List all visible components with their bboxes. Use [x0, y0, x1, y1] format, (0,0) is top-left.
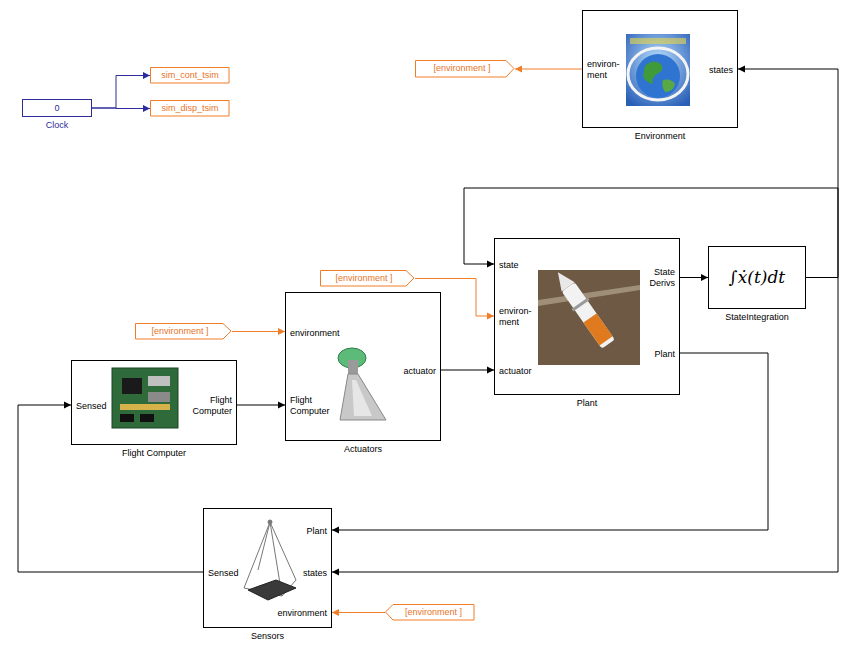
- signal-tag: sim_cont_tsim: [150, 67, 230, 84]
- port-label: environ- ment: [499, 306, 537, 328]
- signal-path: [92, 108, 150, 110]
- port-label: Flight Computer: [186, 395, 232, 417]
- port-label: Plant: [654, 349, 675, 360]
- signal-line: [332, 353, 768, 534]
- signal-line: [18, 402, 203, 573]
- earth-icon: [626, 34, 690, 106]
- signal-path: [332, 278, 838, 573]
- tag-shape: [321, 271, 415, 287]
- arrowhead: [487, 367, 494, 374]
- signal-line: [680, 274, 708, 281]
- port-label: state: [499, 260, 519, 271]
- arrowhead: [332, 609, 339, 616]
- circuit-board-icon: [112, 368, 178, 428]
- tag-shape: [151, 68, 230, 84]
- arrowhead: [515, 66, 522, 73]
- arrowhead: [487, 261, 494, 268]
- signal-line: [515, 66, 582, 73]
- signal-line: [415, 279, 494, 320]
- arrowhead: [143, 72, 150, 79]
- block-title: Flight Computer: [52, 448, 256, 459]
- signal-path: [237, 405, 285, 406]
- arrowhead: [701, 274, 708, 281]
- port-label: State Derivs: [639, 267, 675, 289]
- port-label: Flight Computer: [290, 395, 334, 417]
- signal-line: [237, 402, 285, 409]
- block-title: Sensors: [184, 631, 351, 642]
- signal-path: [232, 331, 285, 332]
- block-title: Clock: [3, 120, 111, 131]
- tag-label: [environment ]: [322, 273, 406, 284]
- block-title: Environment: [563, 131, 757, 142]
- port-label: states: [709, 65, 733, 76]
- subsystem-block: SensedFlight ComputerFlight Computer: [71, 360, 237, 445]
- arrowhead: [143, 105, 150, 112]
- tag-shape: [416, 61, 515, 78]
- tag-label: [environment ]: [419, 63, 505, 74]
- rocket-photo: [538, 266, 640, 365]
- signal-path: [515, 69, 582, 70]
- port-label: Sensed: [76, 401, 107, 412]
- tag-label: [environment ]: [394, 607, 473, 618]
- block-title: Actuators: [266, 444, 460, 455]
- tag-label: sim_cont_tsim: [150, 70, 230, 81]
- port-label: states: [303, 568, 327, 579]
- signal-path: [464, 188, 838, 278]
- block-title: StateIntegration: [689, 312, 825, 323]
- signal-tag: [environment ]: [320, 270, 415, 287]
- port-label: Plant: [306, 526, 327, 537]
- tag-shape: [151, 101, 230, 117]
- signal-line: [332, 278, 838, 576]
- signal-line: [332, 609, 385, 616]
- signal-tag: [environment ]: [135, 323, 232, 340]
- signal-line: [232, 328, 285, 335]
- port-label: actuator: [403, 366, 436, 377]
- tag-label: sim_disp_tsim: [150, 103, 230, 114]
- block-title: Plant: [475, 398, 699, 409]
- tag-shape: [386, 605, 475, 621]
- arrowhead: [64, 402, 71, 409]
- subsystem-block: environ- mentstatesEnvironment: [582, 10, 738, 128]
- port-label: ∫ẋ(t)dt: [709, 267, 805, 287]
- port-label: environment: [290, 328, 340, 339]
- sensor-icon: [244, 520, 296, 600]
- arrowhead: [738, 66, 745, 73]
- signal-line: [92, 105, 150, 112]
- signal-line: [441, 367, 494, 374]
- tag-label: [environment ]: [137, 326, 223, 337]
- arrowhead: [278, 402, 285, 409]
- signal-tag: sim_disp_tsim: [150, 100, 230, 117]
- port-label: environ- ment: [587, 59, 625, 81]
- signal-path: [415, 279, 494, 317]
- subsystem-block: state environ- ment actuator State DerivsPl…: [494, 238, 680, 395]
- subsystem-block: environmentFlight ComputeractuatorActuat…: [285, 292, 441, 441]
- signal-tag: [environment ]: [415, 60, 515, 78]
- signal-path: [92, 76, 150, 109]
- arrowhead: [278, 328, 285, 335]
- arrowhead: [332, 569, 339, 576]
- port-label: actuator: [499, 366, 532, 377]
- arrowhead: [332, 527, 339, 534]
- subsystem-block: PlantstatesenvironmentSensedSensors: [203, 508, 332, 628]
- clock-block: 0Clock: [22, 99, 92, 117]
- nozzle-icon: [338, 348, 386, 420]
- port-label: 0: [23, 103, 91, 114]
- signal-path: [332, 353, 768, 530]
- signal-path: [441, 370, 494, 371]
- signal-line: [92, 72, 150, 108]
- signal-line: [464, 188, 838, 278]
- subsystem-block: ∫ẋ(t)dtStateIntegration: [708, 246, 806, 309]
- arrowhead: [487, 313, 494, 320]
- tag-shape: [136, 324, 232, 340]
- signal-path: [332, 612, 385, 613]
- port-label: Sensed: [208, 568, 239, 579]
- port-label: environment: [277, 608, 327, 619]
- signal-path: [18, 405, 203, 572]
- signal-tag: [environment ]: [385, 604, 475, 621]
